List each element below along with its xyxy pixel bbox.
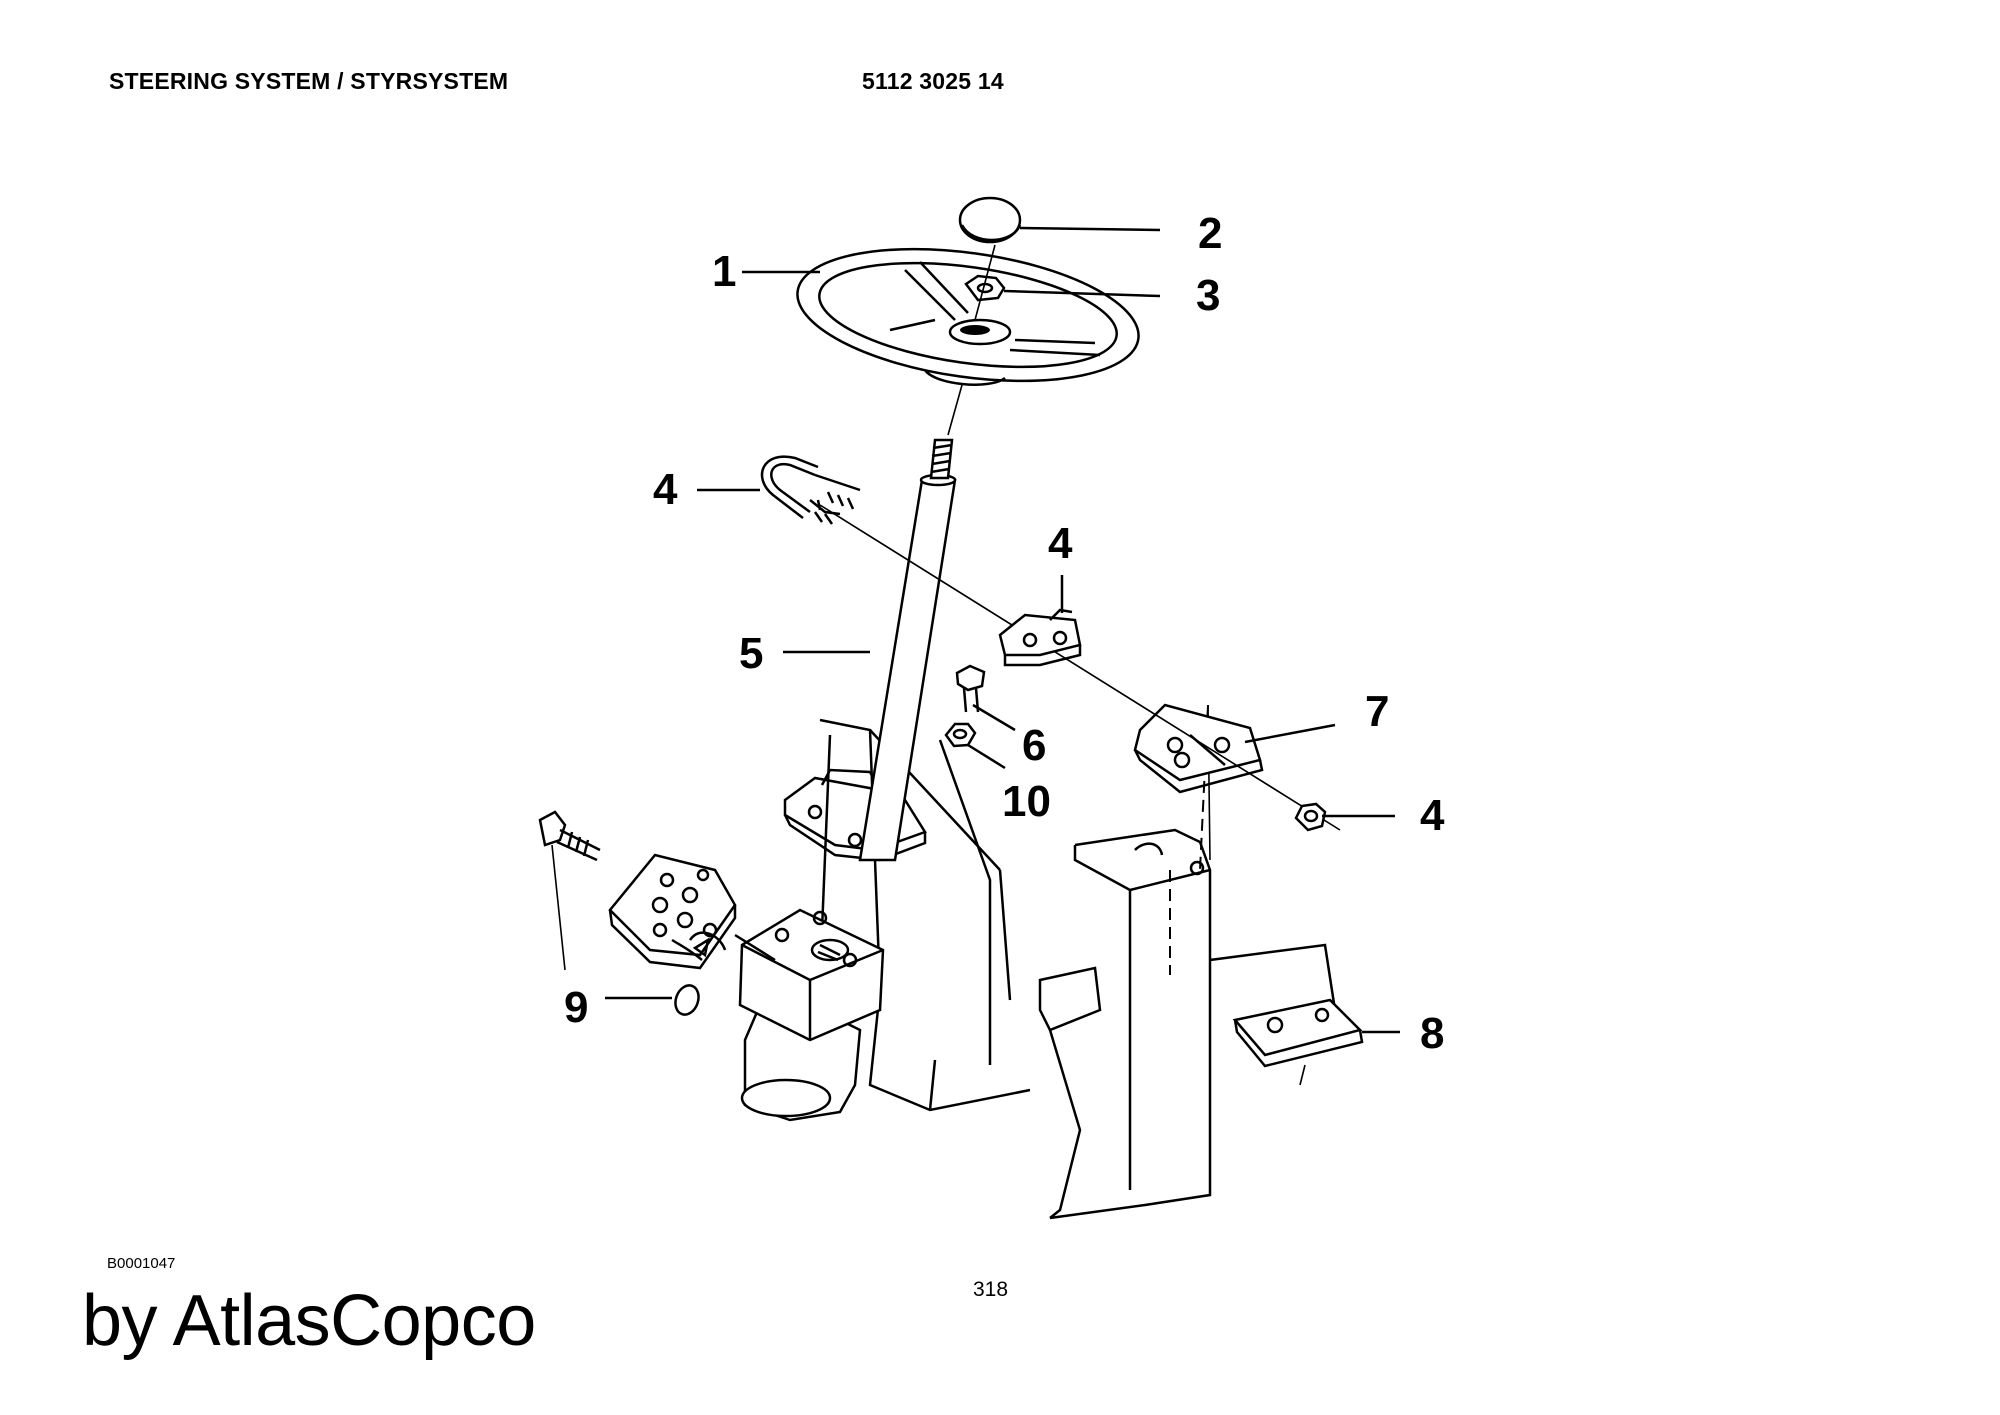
brand-watermark: by AtlasCopco bbox=[82, 1281, 536, 1361]
callout-8: 8 bbox=[1420, 1009, 1444, 1058]
nut-3 bbox=[964, 274, 1006, 302]
callout-10: 10 bbox=[1002, 777, 1051, 826]
clamp-4 bbox=[998, 608, 1082, 667]
callout-1: 1 bbox=[712, 247, 736, 296]
valve-bolt bbox=[538, 810, 601, 971]
drawing-reference: B0001047 bbox=[107, 1255, 176, 1272]
callout-6: 6 bbox=[1022, 721, 1046, 770]
assembly-axes bbox=[819, 244, 1341, 831]
shaft-thread bbox=[929, 438, 954, 480]
callout-4-clamp: 4 bbox=[1048, 519, 1073, 568]
nut-4 bbox=[1294, 802, 1327, 832]
steering-unit bbox=[738, 908, 885, 1122]
callout-4-nut: 4 bbox=[1420, 791, 1445, 840]
steering-wheel-1 bbox=[796, 247, 1140, 386]
callout-labels: 2 1 3 4 4 5 7 6 10 4 9 8 bbox=[564, 209, 1445, 1058]
page-number: 318 bbox=[973, 1278, 1009, 1301]
part-number: 5112 3025 14 bbox=[862, 68, 1004, 94]
nut-10 bbox=[944, 722, 977, 748]
callout-4-ubolt: 4 bbox=[653, 465, 678, 514]
leader-lines bbox=[697, 226, 1400, 1034]
bracket-7 bbox=[1133, 703, 1264, 794]
console-pedestal bbox=[1038, 704, 1337, 1220]
o-ring-9 bbox=[674, 984, 700, 1016]
callout-2: 2 bbox=[1198, 209, 1222, 258]
u-bolt-4 bbox=[760, 455, 861, 525]
callout-5: 5 bbox=[739, 629, 763, 678]
bolt-6 bbox=[955, 664, 986, 713]
callout-9: 9 bbox=[564, 983, 588, 1032]
valve-block bbox=[608, 853, 776, 970]
callout-7: 7 bbox=[1365, 687, 1389, 736]
centre-cap-2 bbox=[958, 196, 1022, 244]
page-title: STEERING SYSTEM / STYRSYSTEM bbox=[109, 68, 509, 94]
base-plate-8 bbox=[1232, 998, 1364, 1086]
callout-3: 3 bbox=[1196, 271, 1220, 320]
